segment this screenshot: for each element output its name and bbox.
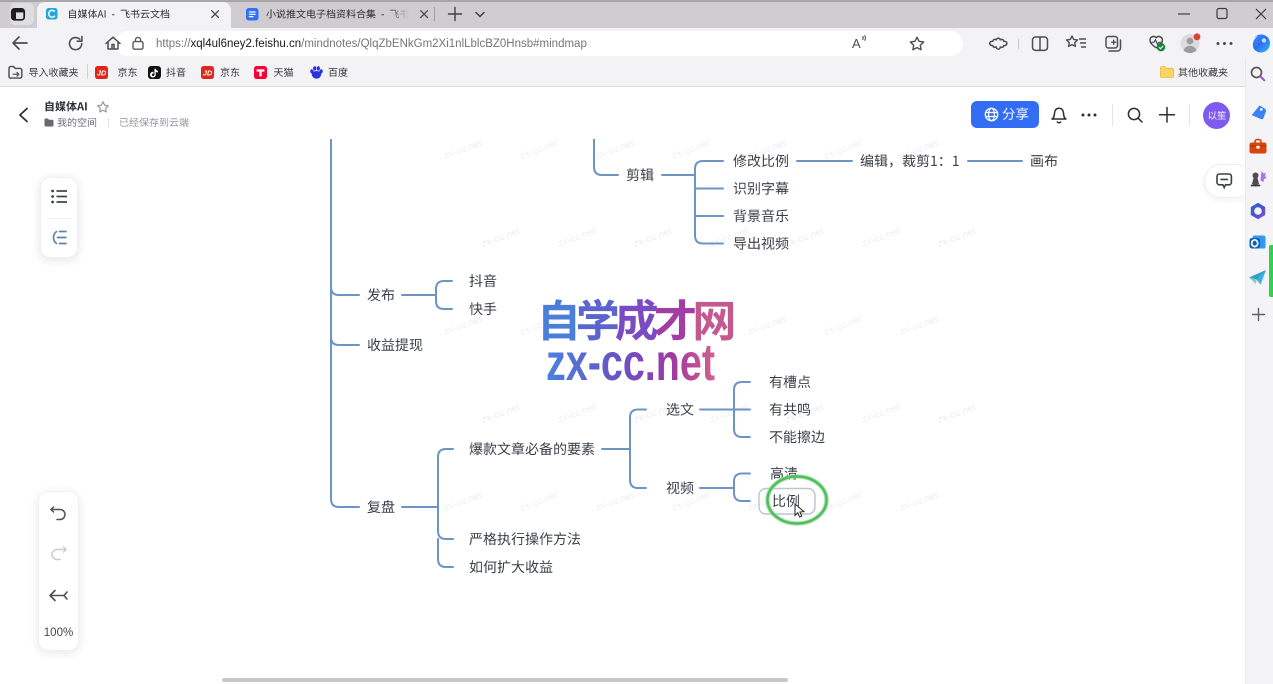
- svg-text:JD: JD: [97, 69, 107, 78]
- svg-text:A: A: [852, 36, 861, 51]
- svg-text:JD: JD: [203, 69, 213, 78]
